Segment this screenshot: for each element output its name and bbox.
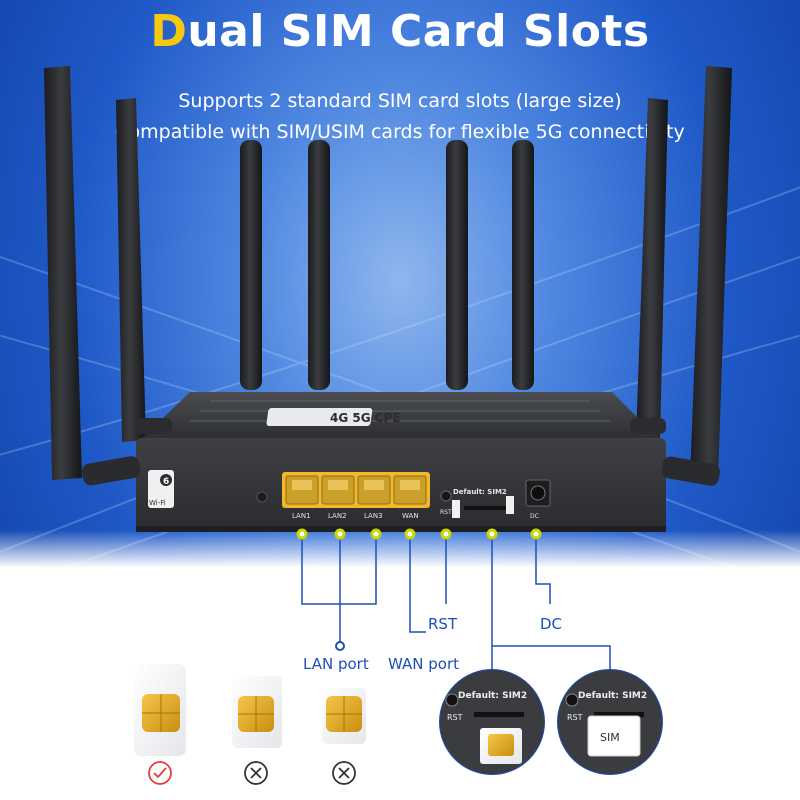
check-circle-icon (148, 761, 172, 785)
zoom-inset-sim-card: RST Default: SIM2 SIM (557, 669, 663, 775)
dc-callout: DC (540, 615, 563, 633)
port-label-wan: WAN (402, 512, 419, 520)
lan-port-callout: LAN port (303, 655, 369, 673)
callout-markers (296, 528, 542, 540)
sim-card-nano (322, 688, 366, 744)
callout-lines (301, 534, 611, 680)
port-label-lan1: LAN1 (292, 512, 311, 520)
ethernet-ports: LAN1 LAN2 LAN3 WAN (282, 472, 430, 520)
sim-slot (464, 506, 512, 510)
svg-text:Wi-Fi: Wi-Fi (149, 499, 166, 507)
svg-text:Default: SIM2: Default: SIM2 (578, 691, 647, 701)
svg-text:6: 6 (163, 477, 169, 487)
subtitle-line-1: Supports 2 standard SIM card slots (larg… (178, 90, 622, 112)
subtitle-line-2: Compatible with SIM/USIM cards for flexi… (115, 121, 685, 143)
port-label-lan2: LAN2 (328, 512, 347, 520)
svg-text:RST: RST (567, 713, 583, 722)
sim-default-label: Default: SIM2 (453, 488, 507, 496)
brand-plate-text: 4G 5G CPE (330, 411, 401, 425)
port-label-lan3: LAN3 (364, 512, 383, 520)
zoom-inset-sim-inserted: RST Default: SIM2 (439, 669, 545, 775)
power-led-hole (256, 491, 268, 503)
dc-port-label: DC (530, 513, 539, 520)
router-body (81, 392, 721, 532)
wan-port-callout: WAN port (388, 655, 460, 673)
sim-card-standard (134, 664, 186, 756)
sim-card-micro (232, 676, 282, 748)
x-circle-icon (244, 761, 268, 785)
brand-plate (266, 408, 373, 426)
svg-text:SIM: SIM (600, 731, 620, 744)
sim-icon-right (506, 496, 514, 514)
antennas (44, 66, 732, 480)
rst-port-label: RST (440, 509, 452, 516)
sim-icon-left (452, 500, 460, 518)
reset-button (440, 490, 452, 502)
wifi6-badge: 6 Wi-Fi (148, 470, 174, 508)
x-circle-icon (332, 761, 356, 785)
page-title: Dual SIM Card Slots (150, 6, 650, 57)
svg-text:Default: SIM2: Default: SIM2 (458, 691, 527, 701)
svg-text:RST: RST (447, 713, 463, 722)
rst-callout: RST (428, 615, 458, 633)
